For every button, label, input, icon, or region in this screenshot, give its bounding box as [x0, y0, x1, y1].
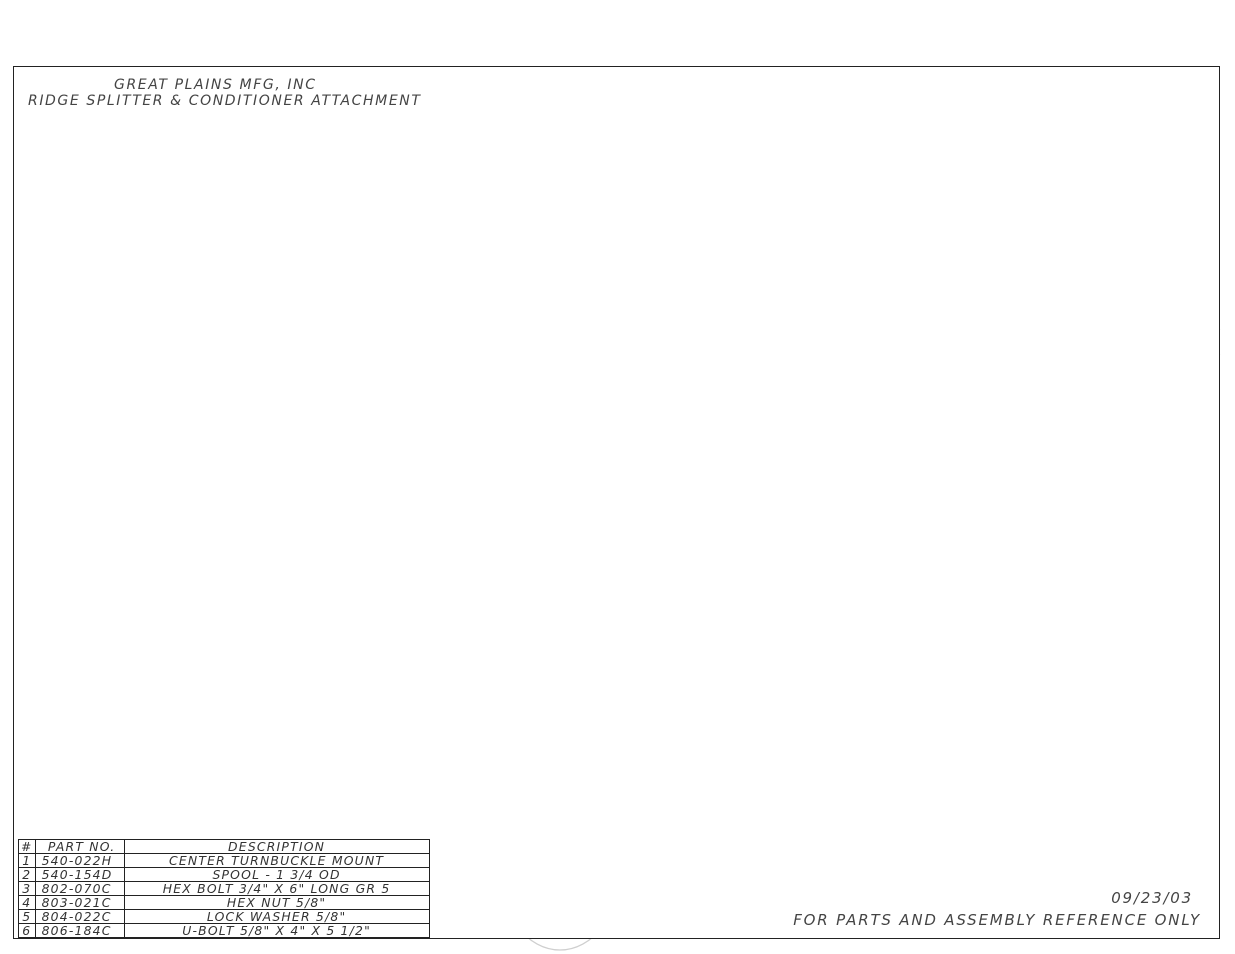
parts-table: # PART NO. DESCRIPTION 1 540-022H CENTER… [18, 839, 430, 938]
parts-table-header: # PART NO. DESCRIPTION [18, 839, 430, 854]
row-num: 6 [18, 923, 36, 938]
col-desc-header: DESCRIPTION [123, 839, 430, 854]
row-num: 1 [18, 853, 36, 868]
company-name: GREAT PLAINS MFG, INC [114, 77, 317, 93]
col-num-header: # [18, 839, 36, 854]
row-num: 2 [18, 867, 36, 882]
row-part-no: 804-022C [34, 909, 125, 924]
revision-date: 09/23/03 [1111, 889, 1193, 907]
reference-note: FOR PARTS AND ASSEMBLY REFERENCE ONLY [793, 911, 1201, 929]
drawing-title: RIDGE SPLITTER & CONDITIONER ATTACHMENT [28, 93, 422, 109]
row-part-no: 540-022H [34, 853, 125, 868]
table-row: 5 804-022C LOCK WASHER 5/8" [18, 909, 430, 924]
row-num: 5 [18, 909, 36, 924]
table-row: 3 802-070C HEX BOLT 3/4" X 6" LONG GR 5 [18, 881, 430, 896]
row-part-no: 802-070C [34, 881, 125, 896]
col-part-header: PART NO. [34, 839, 125, 854]
table-row: 2 540-154D SPOOL - 1 3/4 OD [18, 867, 430, 882]
row-part-no: 540-154D [34, 867, 125, 882]
row-description: HEX BOLT 3/4" X 6" LONG GR 5 [123, 881, 430, 896]
row-description: HEX NUT 5/8" [123, 895, 430, 910]
table-row: 1 540-022H CENTER TURNBUCKLE MOUNT [18, 853, 430, 868]
row-num: 4 [18, 895, 36, 910]
drawing-border: GREAT PLAINS MFG, INC RIDGE SPLITTER & C… [13, 66, 1220, 939]
table-row: 6 806-184C U-BOLT 5/8" X 4" X 5 1/2" [18, 923, 430, 938]
row-description: SPOOL - 1 3/4 OD [123, 867, 430, 882]
row-part-no: 803-021C [34, 895, 125, 910]
row-part-no: 806-184C [34, 923, 125, 938]
row-num: 3 [18, 881, 36, 896]
row-description: LOCK WASHER 5/8" [123, 909, 430, 924]
table-row: 4 803-021C HEX NUT 5/8" [18, 895, 430, 910]
row-description: CENTER TURNBUCKLE MOUNT [123, 853, 430, 868]
row-description: U-BOLT 5/8" X 4" X 5 1/2" [123, 923, 430, 938]
